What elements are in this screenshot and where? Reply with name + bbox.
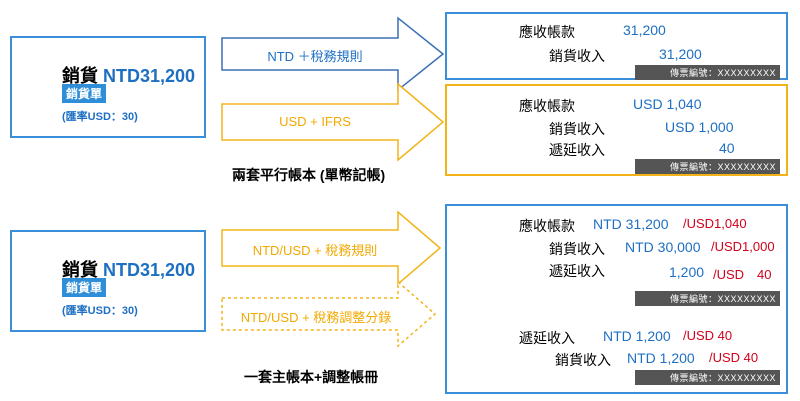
- ntd-arrow-label: NTD ＋稅務規則: [267, 49, 363, 64]
- adjust-arrow-label: NTD/USD + 稅務調整分錄: [240, 310, 392, 325]
- main-ledger-box: 應收帳款 NTD 31,200 /USD1,040 銷貨收入 NTD 30,00…: [445, 204, 788, 394]
- ledger-row-ntd: NTD 1,200: [627, 350, 695, 366]
- usd-arrow-label: USD + IFRS: [279, 114, 351, 129]
- usd-arrow: [221, 82, 445, 162]
- ledger-row-ntd: NTD 31,200: [593, 216, 669, 232]
- voucher-number: 傳票編號：XXXXXXXXX: [635, 159, 780, 174]
- sales-amount: NTD31,200: [103, 260, 196, 280]
- ledger-row-amount: USD 1,000: [665, 119, 734, 135]
- ledger-row-account: 銷貨收入: [549, 48, 605, 64]
- adjust-ledger-arrow: [221, 280, 437, 348]
- sales-label: 銷貨: [62, 260, 98, 280]
- voucher-number: 傳票編號：XXXXXXXXX: [635, 370, 780, 385]
- ledger-row-amount: 40: [719, 140, 735, 156]
- top-caption: 兩套平行帳本 (單幣記帳): [232, 167, 386, 183]
- bottom-caption: 一套主帳本+調整帳冊: [244, 369, 379, 385]
- sales-title: 銷貨 NTD31,200: [62, 62, 195, 88]
- exchange-rate-note: (匯率USD：30): [62, 305, 138, 317]
- main-ledger-arrow: [221, 210, 442, 286]
- ledger-row-usd: /USD 40: [713, 267, 772, 282]
- usd-ledger-box: 應收帳款 USD 1,040 銷貨收入 USD 1,000 遞延收入 40 傳票…: [445, 84, 788, 176]
- sales-label: 銷貨: [62, 66, 98, 86]
- ledger-row-ntd: NTD 30,000: [625, 239, 701, 255]
- voucher-number: 傳票編號：XXXXXXXXX: [635, 65, 780, 80]
- ledger-row-amount: 31,200: [659, 46, 702, 62]
- ledger-row-account: 應收帳款: [519, 98, 575, 114]
- ledger-row-amount: 31,200: [623, 22, 666, 38]
- ledger-row-usd: /USD 40: [683, 328, 733, 343]
- ledger-row-account: 遞延收入: [549, 263, 605, 279]
- ledger-row-account: 遞延收入: [549, 142, 605, 158]
- sales-order-tag: 銷貨單: [62, 278, 107, 297]
- sales-title: 銷貨 NTD31,200: [62, 256, 195, 282]
- ledger-row-account: 銷貨收入: [555, 352, 611, 368]
- ledger-row-usd: /USD1,000: [711, 239, 775, 254]
- ntd-ledger-box: 應收帳款 31,200 銷貨收入 31,200 傳票編號：XXXXXXXXX: [445, 12, 788, 80]
- top-sales-source-box: 銷貨 NTD31,200 銷貨單 (匯率USD：30): [10, 36, 206, 138]
- ledger-row-amount: USD 1,040: [633, 96, 702, 112]
- ntd-arrow: [221, 16, 445, 92]
- main-arrow-label: NTD/USD + 稅務規則: [252, 243, 378, 258]
- voucher-number: 傳票編號：XXXXXXXXX: [635, 291, 780, 306]
- sales-amount: NTD31,200: [103, 66, 196, 86]
- ledger-row-usd: /USD1,040: [683, 216, 747, 231]
- ledger-row-account: 應收帳款: [519, 218, 575, 234]
- ledger-row-account: 銷貨收入: [549, 121, 605, 137]
- ledger-row-ntd: 1,200: [669, 264, 705, 280]
- ledger-row-account: 應收帳款: [519, 24, 575, 40]
- ledger-row-account: 銷貨收入: [549, 241, 605, 257]
- ledger-row-account: 遞延收入: [519, 330, 575, 346]
- bottom-sales-source-box: 銷貨 NTD31,200 銷貨單 (匯率USD：30): [10, 230, 206, 332]
- ledger-row-usd: /USD 40: [709, 350, 759, 365]
- ledger-row-ntd: NTD 1,200: [603, 328, 671, 344]
- sales-order-tag: 銷貨單: [62, 84, 107, 103]
- exchange-rate-note: (匯率USD：30): [62, 111, 138, 123]
